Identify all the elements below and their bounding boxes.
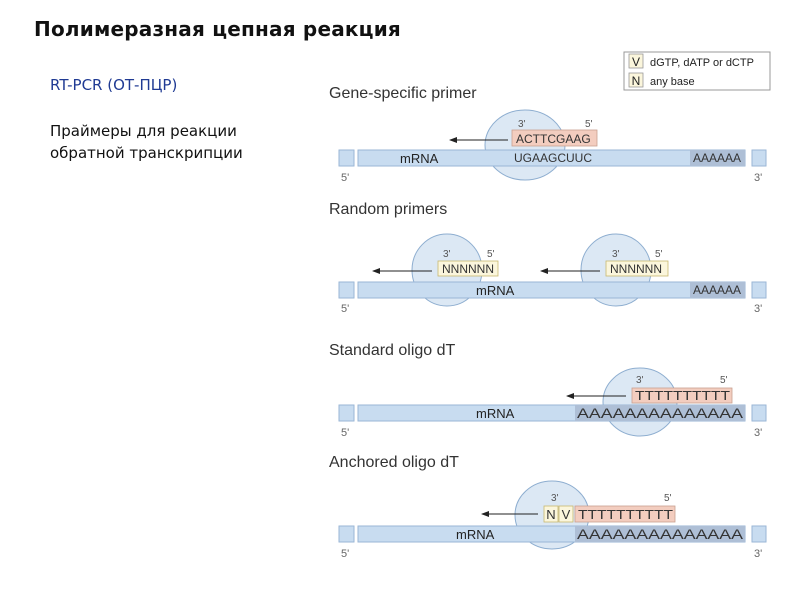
strand-end-cap xyxy=(338,404,355,422)
panel-heading: Anchored oligo dT xyxy=(329,454,459,471)
strand-end-cap xyxy=(338,281,355,299)
primer-5-prime-label: 5' xyxy=(655,249,663,260)
mrna-label: mRNA xyxy=(476,283,515,298)
panel-anchored-oligo-dt: Anchored oligo dT mRNA AAAAAAAAAAAAAA N … xyxy=(329,454,767,560)
strand-end-cap xyxy=(751,281,767,299)
strand-5-prime-label: 5' xyxy=(341,427,349,439)
panel-gene-specific: Gene-specific primer mRNA UGAAGCUUC AAAA… xyxy=(329,85,767,184)
anchor-v-base: V xyxy=(562,507,571,522)
legend-n-text: any base xyxy=(650,76,695,88)
description-line-1: Праймеры для реакции xyxy=(50,122,237,140)
strand-end-cap xyxy=(751,149,767,167)
primer-box xyxy=(574,505,676,523)
primer-5-prime-label: 5' xyxy=(487,249,495,260)
strand-5-prime-label: 5' xyxy=(341,303,349,315)
primer-sequence: TTTTTTTTTT xyxy=(635,388,730,403)
polya-sequence: AAAAAAAAAAAAAA xyxy=(577,526,744,542)
polya-tail xyxy=(690,150,745,166)
primer-3-prime-label: 3' xyxy=(518,119,526,130)
polya-sequence: AAAAAA xyxy=(693,283,741,297)
strand-end-cap xyxy=(751,404,767,422)
strand-end-cap xyxy=(338,149,355,167)
primer-3-prime-label: 3' xyxy=(443,249,451,260)
strand-5-prime-label: 5' xyxy=(341,172,349,184)
panel-heading: Standard oligo dT xyxy=(329,342,456,359)
mrna-label: mRNA xyxy=(476,406,515,421)
panel-heading: Gene-specific primer xyxy=(329,85,477,102)
primer-3-prime-label: 3' xyxy=(636,375,644,386)
slide-description: Праймеры для реакции обратной транскрипц… xyxy=(50,120,320,164)
primer-5-prime-label: 5' xyxy=(585,119,593,130)
primer-box xyxy=(437,260,499,277)
primer-sequence: TTTTTTTTTT xyxy=(578,507,673,522)
primer-5-prime-label: 5' xyxy=(720,375,728,386)
description-line-2: обратной транскрипции xyxy=(50,144,243,162)
mrna-label: mRNA xyxy=(456,527,495,542)
anchor-n-base: N xyxy=(546,507,555,522)
strand-5-prime-label: 5' xyxy=(341,548,349,560)
legend-v-swatch xyxy=(628,53,644,69)
primer-sequence: NNNNNN xyxy=(442,262,494,276)
primer-box xyxy=(631,387,733,404)
polya-sequence: AAAAAA xyxy=(693,151,741,165)
primer-sequence: NNNNNN xyxy=(610,262,662,276)
polya-tail xyxy=(690,282,745,298)
legend-v-symbol: V xyxy=(632,55,640,69)
legend-v-text: dGTP, dATP or dCTP xyxy=(650,57,754,69)
polya-tail xyxy=(575,405,745,421)
legend-n-symbol: N xyxy=(632,74,641,88)
mrna-strand xyxy=(357,281,746,299)
strand-3-prime-label: 3' xyxy=(754,427,762,439)
mrna-label: mRNA xyxy=(400,151,439,166)
primer-3-prime-label: 3' xyxy=(612,249,620,260)
anchor-n-box xyxy=(543,505,559,523)
panel-random-primers: Random primers mRNA AAAAAA NNNNNN 3' 5' … xyxy=(329,201,767,315)
polya-tail xyxy=(575,526,745,542)
primer-3-prime-label: 3' xyxy=(551,493,559,504)
strand-end-cap xyxy=(751,525,767,543)
panel-heading: Random primers xyxy=(329,201,447,218)
target-sequence: UGAAGCUUC xyxy=(514,151,592,165)
strand-3-prime-label: 3' xyxy=(754,303,762,315)
strand-end-cap xyxy=(338,525,355,543)
primer-box xyxy=(605,260,669,277)
polya-sequence: AAAAAAAAAAAAAA xyxy=(577,405,744,421)
slide-subtitle: RT-PCR (ОТ-ПЦР) xyxy=(50,76,178,94)
primer-5-prime-label: 5' xyxy=(664,493,672,504)
anchor-v-box xyxy=(558,505,574,523)
primer-sequence: ACTTCGAAG xyxy=(516,132,591,146)
legend-n-swatch xyxy=(628,72,644,88)
legend: V dGTP, dATP or dCTP N any base xyxy=(623,51,771,91)
panel-standard-oligo-dt: Standard oligo dT mRNA AAAAAAAAAAAAAA TT… xyxy=(329,342,767,439)
primer-box xyxy=(511,129,598,147)
strand-3-prime-label: 3' xyxy=(754,172,762,184)
slide-title: Полимеразная цепная реакция xyxy=(34,17,401,41)
strand-3-prime-label: 3' xyxy=(754,548,762,560)
